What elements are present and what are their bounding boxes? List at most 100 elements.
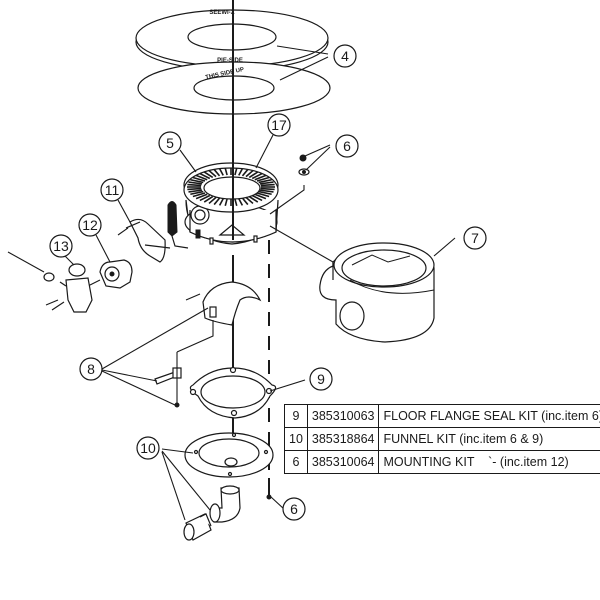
- strainer-rib: [195, 174, 208, 181]
- table-row: 9 385310063 FLOOR FLANGE SEAL KIT (inc.i…: [284, 404, 600, 428]
- strainer-rib: [203, 195, 214, 203]
- svg-text:10: 10: [140, 440, 156, 456]
- part-11-lever-bracket: [117, 218, 171, 263]
- strainer-rib: [256, 176, 270, 182]
- strainer-rib: [224, 167, 228, 176]
- svg-text:11: 11: [105, 182, 120, 198]
- part-8-shroud: [202, 281, 262, 326]
- svg-text:13: 13: [53, 238, 69, 254]
- callout-6-top: 6: [335, 134, 359, 158]
- part-12-valve-body: [87, 259, 133, 289]
- callout-5: 5: [158, 131, 182, 155]
- strainer-rib: [258, 178, 272, 184]
- upper-seal-text-bottom: PIE-SIDE: [217, 58, 243, 64]
- strainer-rib: [188, 181, 203, 185]
- callout-4: 4: [333, 44, 357, 68]
- part-10-funnel-plate: [184, 432, 274, 478]
- strainer-rib: [245, 196, 254, 205]
- strainer-rib: [241, 197, 249, 206]
- kit-item-number: 6: [284, 450, 308, 474]
- strainer-rib: [208, 196, 217, 205]
- svg-text:7: 7: [471, 230, 479, 246]
- callout-10: 10: [136, 436, 160, 460]
- strainer-rib: [254, 174, 267, 181]
- callout-9: 9: [309, 367, 333, 391]
- hose-line-left: [7, 251, 45, 273]
- part-17-strainer-ring: [183, 162, 279, 213]
- strainer-rib: [218, 168, 224, 176]
- kit-item-number: 9: [284, 404, 308, 428]
- pump-handle: [167, 201, 189, 249]
- kit-item-number: 10: [284, 427, 308, 451]
- strainer-rib: [259, 181, 274, 185]
- strainer-rib: [203, 171, 214, 179]
- strainer-rib: [213, 197, 221, 206]
- kit-description: FUNNEL KIT (inc.item 6 & 9): [378, 427, 600, 451]
- strainer-rib: [192, 176, 206, 182]
- strainer-rib: [238, 198, 244, 206]
- strainer-rib: [251, 194, 263, 202]
- strainer-rib: [190, 190, 204, 196]
- strainer-rib: [195, 193, 208, 200]
- strainer-rib: [260, 187, 275, 191]
- strainer-rib: [213, 168, 221, 177]
- leader-lines: [63, 45, 456, 521]
- svg-text:17: 17: [271, 117, 287, 133]
- strainer-rib: [218, 198, 224, 206]
- callout-12: 12: [78, 213, 102, 237]
- svg-text:8: 8: [87, 361, 95, 377]
- strainer-rib: [190, 178, 204, 184]
- kits-table: 9 385310063 FLOOR FLANGE SEAL KIT (inc.i…: [284, 404, 600, 474]
- strainer-rib: [187, 183, 202, 187]
- strainer-rib: [192, 192, 206, 198]
- part-7-clamp: [319, 242, 435, 343]
- callout-8: 8: [79, 357, 103, 381]
- strainer-rib: [208, 169, 217, 178]
- strainer-rib: [245, 169, 254, 178]
- part-9-flange-seal: [189, 366, 277, 419]
- strainer-rib: [254, 193, 267, 200]
- hose-line-left-2: [185, 293, 201, 301]
- upper-seal-text: SEEWI-X: [209, 10, 234, 16]
- kit-part-number: 385318864: [306, 427, 380, 451]
- svg-text:6: 6: [290, 501, 298, 517]
- svg-text:12: 12: [82, 217, 98, 233]
- callout-17: 17: [267, 113, 291, 137]
- strainer-rib: [224, 198, 228, 207]
- svg-text:9: 9: [317, 371, 325, 387]
- kit-part-number: 385310063: [306, 404, 380, 428]
- part-10-elbow: [209, 485, 241, 523]
- strainer-rib: [188, 189, 203, 193]
- strainer-rib: [258, 190, 272, 196]
- strainer-rib: [199, 172, 211, 180]
- strainer-rib: [259, 189, 274, 193]
- strainer-rib: [260, 183, 275, 187]
- strainer-rib: [248, 195, 259, 203]
- part-8-bolts: [154, 320, 214, 408]
- svg-text:5: 5: [166, 135, 174, 151]
- strainer-rib: [241, 168, 249, 177]
- part-6-lower-bolt: [266, 478, 272, 500]
- strainer-rib: [256, 192, 270, 198]
- callout-7: 7: [463, 226, 487, 250]
- callout-6-bottom: 6: [282, 497, 306, 521]
- svg-text:6: 6: [343, 138, 351, 154]
- part-13-tee-valve: [43, 263, 93, 313]
- callout-13: 13: [49, 234, 73, 258]
- strainer-rib: [238, 168, 244, 176]
- strainer-rib: [199, 194, 211, 202]
- kit-part-number: 385310064: [306, 450, 380, 474]
- strainer-rib: [248, 171, 259, 179]
- strainer-ribs: [187, 167, 275, 207]
- kit-description: MOUNTING KIT `- (inc.item 12): [378, 450, 600, 474]
- table-row: 10 385318864 FUNNEL KIT (inc.item 6 & 9): [284, 427, 600, 451]
- strainer-rib: [234, 167, 238, 176]
- svg-text:4: 4: [341, 48, 349, 64]
- strainer-rib: [234, 198, 238, 207]
- callout-11: 11: [100, 178, 124, 202]
- part-10-spigot: [183, 513, 212, 541]
- strainer-rib: [251, 172, 263, 180]
- table-row: 6 385310064 MOUNTING KIT `- (inc.item 12…: [284, 450, 600, 474]
- part-6-bolt-washer: [269, 154, 310, 215]
